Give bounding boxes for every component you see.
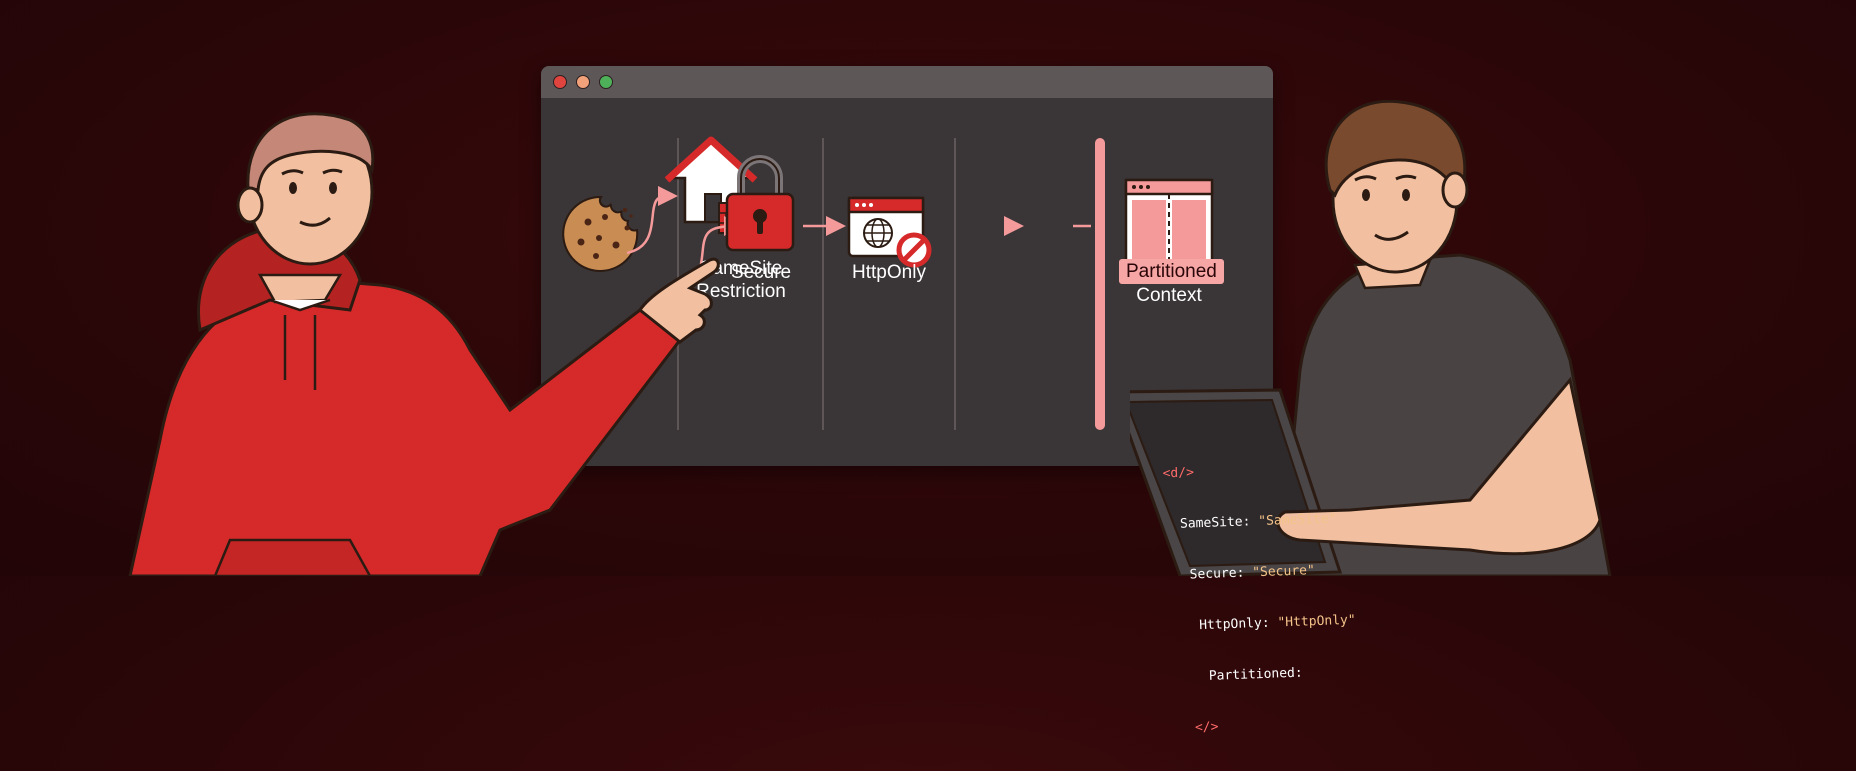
code-value: "Secure"	[1251, 563, 1316, 581]
code-value: "SameSite"	[1258, 511, 1337, 530]
code-close-tag: </>	[1194, 719, 1219, 736]
divider	[822, 138, 824, 430]
flow-diagram	[562, 136, 1214, 292]
label-line: SameSite	[699, 258, 783, 279]
maximize-dot-icon	[599, 75, 613, 89]
step-label-partitioned: Partitioned Context	[1119, 259, 1224, 307]
code-key: Partitioned:	[1208, 665, 1303, 684]
label-line: Secure	[730, 262, 792, 283]
code-key: Secure:	[1189, 565, 1245, 583]
window-titlebar	[541, 66, 1273, 98]
label-line: HttpOnly	[852, 262, 926, 283]
laptop-screen: <d/> SameSite: "SameSite" Secure: "Secur…	[1130, 402, 1356, 735]
cookie-icon	[562, 195, 639, 272]
globe-blocked-icon	[847, 196, 932, 268]
person-presenter	[128, 112, 720, 576]
close-dot-icon	[553, 75, 567, 89]
browser-window: SameSite Restriction Secure HttpOnly Par…	[541, 66, 1273, 466]
code-open-tag: <d/>	[1162, 465, 1195, 482]
padlock-icon	[725, 155, 795, 252]
step-label-samesite: SameSite Restriction	[691, 257, 791, 303]
partition-bar	[1095, 138, 1105, 430]
person-developer	[1130, 100, 1612, 576]
code-snippet: <d/> SameSite: "SameSite" Secure: "Secur…	[1161, 425, 1361, 771]
code-key: HttpOnly:	[1198, 615, 1270, 634]
partitioned-badge: Partitioned	[1119, 259, 1224, 284]
partitioned-window-icon	[1124, 178, 1214, 276]
label-line: Context	[1136, 285, 1202, 306]
step-label-secure: Secure	[711, 261, 811, 284]
divider	[954, 138, 956, 430]
code-key: SameSite:	[1179, 514, 1251, 532]
label-line: Restriction	[696, 281, 786, 302]
code-value: "HttpOnly"	[1277, 612, 1356, 631]
step-label-httponly: HttpOnly	[839, 261, 939, 284]
minimize-dot-icon	[576, 75, 590, 89]
arrow-icon	[626, 186, 678, 255]
